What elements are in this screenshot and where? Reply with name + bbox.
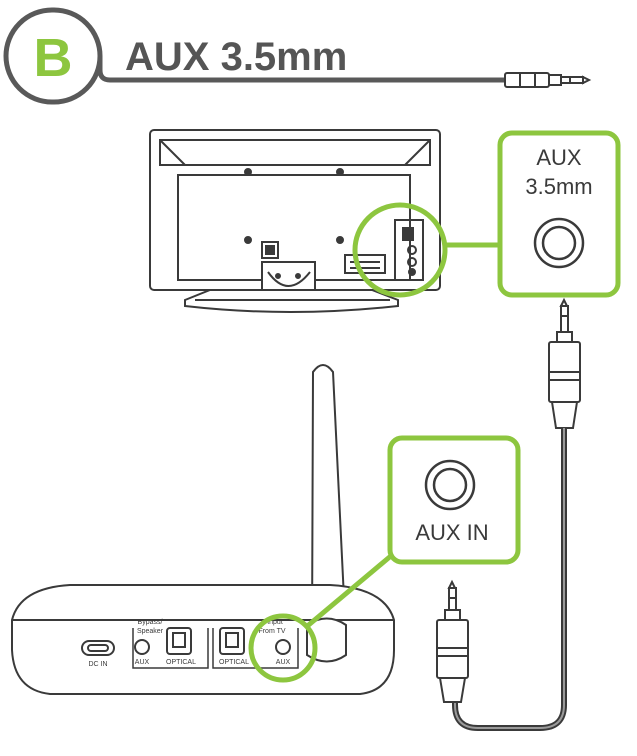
aux-left-label: AUX: [135, 659, 150, 666]
page-title: AUX 3.5mm: [125, 35, 347, 79]
tv-callout-frame: [497, 130, 621, 298]
tv-callout-line1: AUX: [536, 145, 582, 170]
cable-top-plug-icon: [548, 297, 581, 429]
receiver-aux-callout: AUX IN: [387, 435, 521, 565]
tv-port-highlight: [352, 202, 500, 298]
receiver-illustration: [11, 364, 395, 695]
header-plug-icon: [504, 72, 592, 88]
input-label-line1: Input: [267, 619, 283, 626]
input-label-line2: From TV: [258, 628, 285, 635]
header-underline: [97, 56, 505, 83]
optical-right-label: OPTICAL: [219, 659, 249, 666]
bypass-label-line1: Bypass/: [138, 619, 163, 626]
receiver-aux-port-highlight: [248, 613, 318, 683]
aux-right-label: AUX: [276, 659, 291, 666]
receiver-callout-label: AUX IN: [415, 520, 488, 545]
tv-aux-callout: AUX 3.5mm: [497, 130, 621, 298]
dc-in-label: DC IN: [88, 661, 107, 668]
badge-letter: B: [34, 28, 73, 88]
bypass-label-line2: Speaker: [137, 628, 164, 635]
tv-callout-line2: 3.5mm: [525, 174, 592, 199]
receiver-port-highlight: [248, 553, 394, 683]
optical-left-label: OPTICAL: [166, 659, 196, 666]
receiver-aux-jack-icon: [424, 459, 476, 511]
cable-bottom-plug-icon: [436, 579, 469, 703]
aux-cable: [436, 297, 581, 731]
tv-aux-port-highlight: [352, 202, 448, 298]
header: B AUX 3.5mm: [3, 7, 592, 105]
receiver-panel-labels: DC IN Bypass/ Speaker AUX OPTICAL OPTICA…: [88, 619, 290, 668]
tv-back-illustration: [149, 129, 441, 313]
tv-aux-jack-icon: [533, 217, 585, 269]
